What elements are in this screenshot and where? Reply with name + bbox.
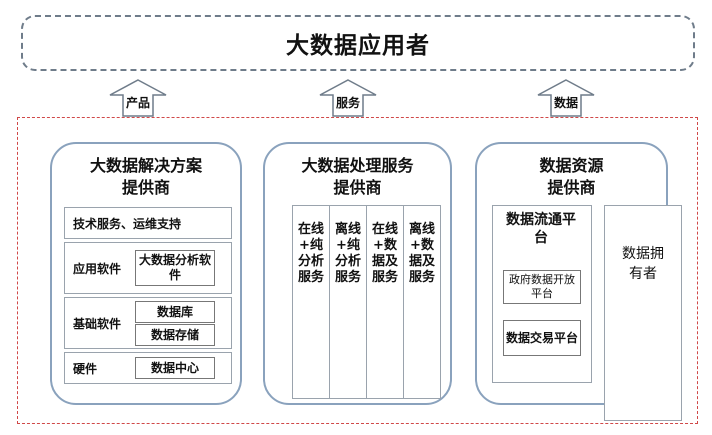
row-label: 硬件 [73, 362, 98, 376]
arrow-data: 数据 [537, 79, 595, 117]
arrow-label-data: 数据 [553, 96, 578, 110]
banner-title: 大数据应用者 [286, 33, 430, 59]
arrow-products: 产品 [109, 79, 167, 117]
up-arrow-icon [109, 79, 167, 117]
providers-frame [17, 117, 698, 424]
row-tech-service: 技术服务、运维支持 [64, 207, 232, 239]
col-offline-data-service: 离线+数据及服务 [403, 205, 441, 399]
data-owner-box: 数据拥有者 [604, 205, 682, 421]
row-base-software: 基础软件 数据库 数据存储 [64, 297, 232, 349]
panel-title: 数据资源 [539, 156, 604, 175]
row-hardware: 硬件 数据中心 [64, 352, 232, 384]
arrow-services: 服务 [319, 79, 377, 117]
gov-open-data-platform-box: 政府数据开放平台 [503, 270, 581, 304]
row-label: 技术服务、运维支持 [73, 217, 182, 231]
up-arrow-icon [537, 79, 595, 117]
col-online-data-service: 在线+数据及服务 [366, 205, 404, 399]
big-data-analysis-software-box: 大数据分析软件 [135, 250, 215, 286]
up-arrow-icon [319, 79, 377, 117]
row-app-software: 应用软件 大数据分析软件 [64, 242, 232, 294]
data-storage-box: 数据存储 [135, 324, 215, 346]
panel-processing-provider: 大数据处理服务 提供商 在线+纯分析服务 离线+纯分析服务 在线+数据及服务 离… [263, 142, 452, 405]
data-user-banner: 大数据应用者 [21, 15, 695, 71]
panel-title: 大数据解决方案 [89, 156, 202, 175]
col-offline-analysis: 离线+纯分析服务 [329, 205, 367, 399]
panel-subtitle: 提供商 [547, 178, 596, 197]
database-box: 数据库 [135, 301, 215, 323]
arrow-label-products: 产品 [125, 96, 150, 110]
arrow-label-services: 服务 [335, 96, 360, 110]
data-circulation-platform: 数据流通平台 政府数据开放平台 数据交易平台 [492, 205, 592, 383]
panel-subtitle: 提供商 [333, 178, 382, 197]
row-label: 应用软件 [73, 262, 122, 276]
data-exchange-platform-box: 数据交易平台 [503, 320, 581, 356]
platform-title: 数据流通平台 [506, 212, 576, 246]
panel-solution-provider: 大数据解决方案 提供商 技术服务、运维支持 应用软件 大数据分析软件 基础软件 … [50, 142, 242, 405]
panel-subtitle: 提供商 [121, 178, 170, 197]
col-online-analysis: 在线+纯分析服务 [292, 205, 330, 399]
panel-title: 大数据处理服务 [301, 156, 414, 175]
row-label: 基础软件 [73, 317, 122, 331]
data-center-box: 数据中心 [135, 357, 215, 379]
panel-resource-provider: 数据资源 提供商 数据流通平台 政府数据开放平台 数据交易平台 数据拥有者 [475, 142, 682, 421]
